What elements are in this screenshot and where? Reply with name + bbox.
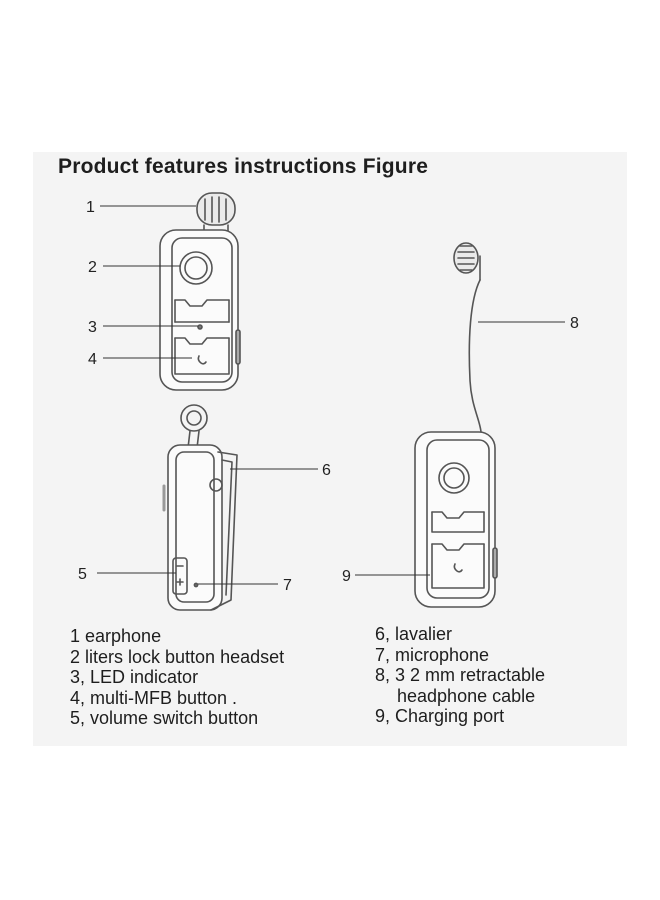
headset-side-view — [162, 404, 238, 611]
legend-item-lavalier: 6, lavalier — [375, 624, 453, 644]
legend-item-microphone: 7, microphone — [375, 644, 490, 665]
legend-item-volume-switch: 5, volume switch button — [70, 708, 259, 728]
callout-5: 5 — [78, 566, 87, 583]
callout-1: 1 — [86, 199, 95, 216]
legend-item-led-indicator: 3, LED indicator — [70, 667, 199, 687]
callout-8: 8 — [570, 315, 579, 332]
headset-extended-view — [414, 242, 498, 608]
manual-page — [33, 152, 627, 746]
callout-9: 9 — [342, 568, 351, 585]
figure-title: Product features instructions Figure — [58, 155, 429, 178]
legend-item-mfb-button: 4, multi-MFB button . — [70, 687, 238, 708]
callout-4: 4 — [88, 351, 97, 368]
callout-7: 7 — [283, 577, 292, 594]
legend-left: 1 earphone 2 liters lock button headset … — [70, 626, 284, 729]
callout-2: 2 — [88, 259, 97, 276]
legend-item-lock-button: 2 liters lock button headset — [70, 646, 285, 667]
legend-item-cable: 8, 3 2 mm retractable — [375, 665, 546, 685]
legend-item-charging-port: 9, Charging port — [375, 706, 505, 726]
callout-6: 6 — [322, 462, 331, 479]
headset-front-view — [159, 192, 241, 391]
callout-3: 3 — [88, 319, 97, 336]
legend-right: 6, lavalier 7, microphone 8, 3 2 mm retr… — [375, 624, 545, 727]
legend-item-cable-continued: headphone cable — [397, 685, 536, 706]
legend-item-earphone: 1 earphone — [70, 626, 162, 646]
